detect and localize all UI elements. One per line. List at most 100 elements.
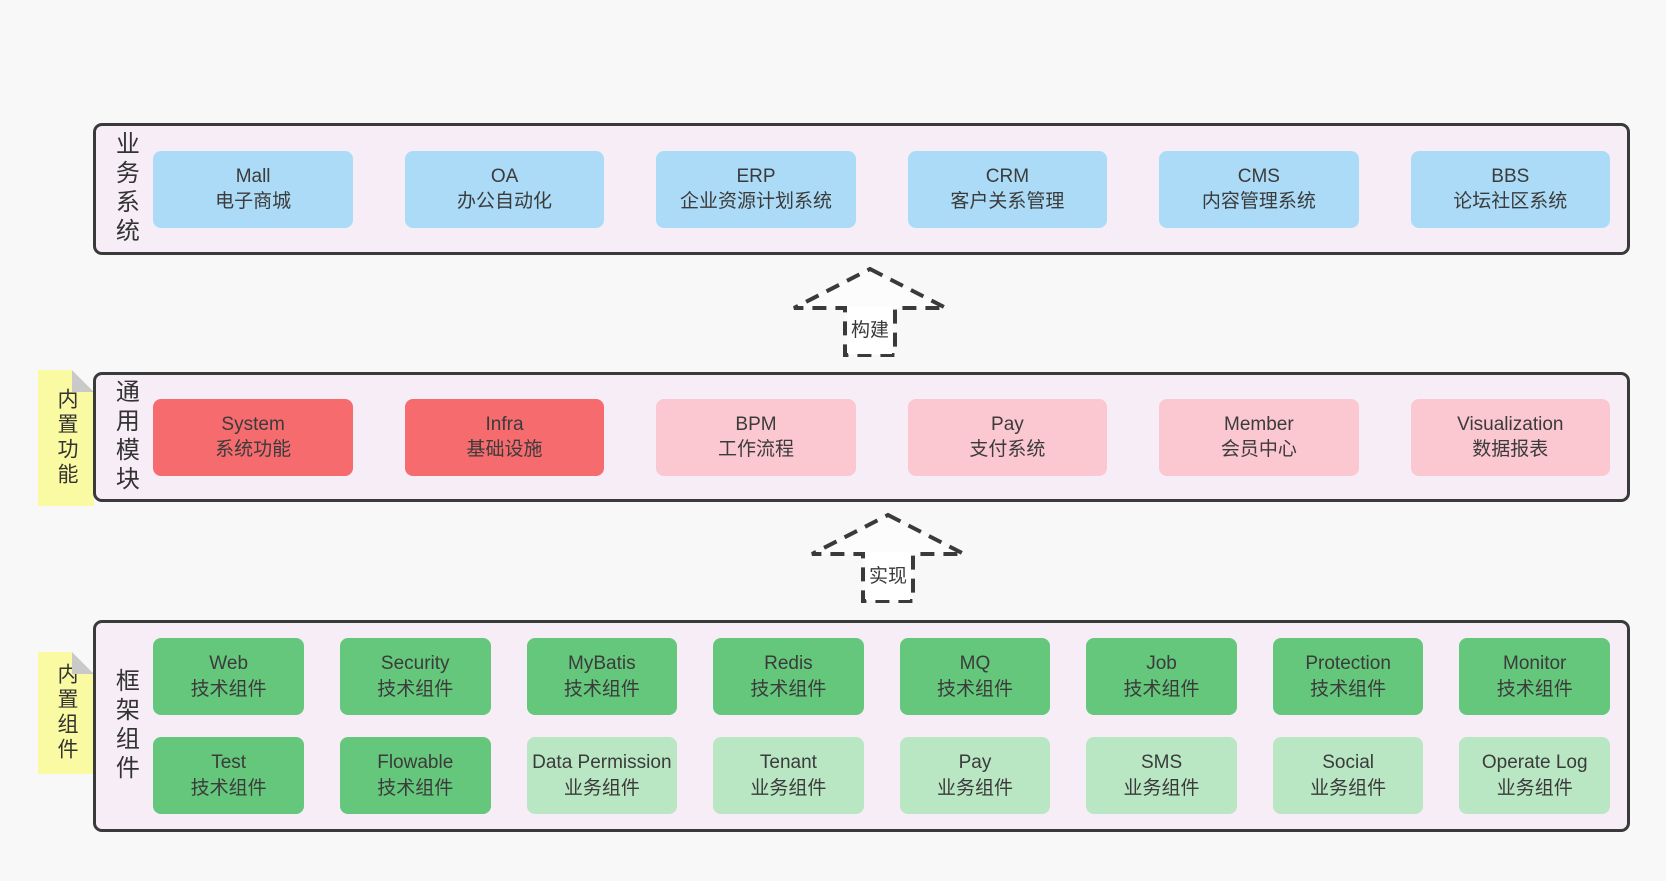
layer-business-systems: 业务系统 Mall 电子商城 OA 办公自动化 ERP 企业资源计划系统 CRM 客户关系管理… <box>93 123 1630 255</box>
box-title: BPM <box>735 413 777 435</box>
box-title: Tenant <box>759 752 817 774</box>
box-title: System <box>221 413 285 435</box>
layer-label-business-systems: 业务系统 <box>111 131 139 247</box>
box-subtitle: 技术组件 <box>1123 678 1200 700</box>
box-title: SMS <box>1140 752 1183 774</box>
box-subtitle: 工作流程 <box>717 439 794 460</box>
diagram-box-pay: Pay 支付系统 <box>907 398 1108 476</box>
layer-label-framework-components: 框架组件 <box>111 668 139 784</box>
sticky-note-built-in-components-label: 内置组件 <box>55 663 78 763</box>
box-subtitle: 企业资源计划系统 <box>679 191 832 212</box>
box-subtitle: 技术组件 <box>750 678 827 700</box>
implement-arrow: 实现 <box>809 512 967 604</box>
box-title: CRM <box>985 165 1030 187</box>
box-title: BBS <box>1491 165 1530 187</box>
diagram-box-protection: Protection 技术组件 <box>1272 638 1424 715</box>
sticky-note-built-in-components: 内置组件 <box>38 652 94 774</box>
diagram-box-cms: CMS 内容管理系统 <box>1159 150 1359 228</box>
box-subtitle: 数据报表 <box>1472 439 1549 460</box>
diagram-box-member: Member 会员中心 <box>1159 398 1359 476</box>
diagram-box-mq: MQ 技术组件 <box>899 638 1051 715</box>
box-title: Member <box>1224 413 1294 435</box>
box-title: OA <box>490 165 519 187</box>
diagram-box-operate-log: Operate Log 业务组件 <box>1459 737 1610 814</box>
box-subtitle: 技术组件 <box>936 678 1013 700</box>
box-title: Protection <box>1305 653 1391 675</box>
diagram-box-data-permission: Data Permission 业务组件 <box>526 737 678 814</box>
sticky-note-built-in-features-label: 内置功能 <box>55 388 78 488</box>
box-title: Flowable <box>377 752 454 774</box>
diagram-box-pay: Pay 业务组件 <box>899 737 1051 814</box>
diagram-box-erp: ERP 企业资源计划系统 <box>656 150 856 228</box>
diagram-box-flowable: Flowable 技术组件 <box>339 737 491 814</box>
box-title: ERP <box>736 165 776 187</box>
box-subtitle: 办公自动化 <box>457 191 553 212</box>
diagram-box-tenant: Tenant 业务组件 <box>713 737 864 814</box>
box-title: CMS <box>1237 165 1280 187</box>
box-title: Visualization <box>1457 413 1564 435</box>
diagram-box-sms: SMS 业务组件 <box>1086 737 1237 814</box>
diagram-box-visualization: Visualization 数据报表 <box>1410 398 1611 476</box>
layer-label-common-modules: 通用模块 <box>111 379 139 495</box>
box-title: Data Permission <box>532 752 672 774</box>
box-subtitle: 技术组件 <box>377 777 454 799</box>
build-arrow-label: 构建 <box>847 306 893 354</box>
box-subtitle: 支付系统 <box>969 439 1046 460</box>
diagram-box-social: Social 业务组件 <box>1272 737 1424 814</box>
box-subtitle: 内容管理系统 <box>1201 191 1316 212</box>
box-title: Redis <box>764 653 813 675</box>
box-title: Pay <box>991 413 1024 435</box>
diagram-box-crm: CRM 客户关系管理 <box>907 150 1108 228</box>
box-subtitle: 业务组件 <box>563 777 640 799</box>
box-title: MyBatis <box>568 653 636 675</box>
box-title: Job <box>1146 653 1177 675</box>
box-title: Pay <box>958 752 992 774</box>
business-systems-box-row: Mall 电子商城 OA 办公自动化 ERP 企业资源计划系统 CRM 客户关系管理 CMS 内容… <box>153 150 1611 228</box>
diagram-box-mall: Mall 电子商城 <box>153 150 353 228</box>
box-subtitle: 业务组件 <box>936 777 1013 799</box>
box-subtitle: 业务组件 <box>750 777 827 799</box>
diagram-box-infra: Infra 基础设施 <box>404 398 605 476</box>
box-subtitle: 业务组件 <box>1123 777 1200 799</box>
diagram-box-system: System 系统功能 <box>153 398 353 476</box>
box-title: Social <box>1322 752 1374 774</box>
box-subtitle: 系统功能 <box>215 439 292 460</box>
box-subtitle: 论坛社区系统 <box>1453 191 1568 212</box>
box-subtitle: 技术组件 <box>190 777 267 799</box>
diagram-box-redis: Redis 技术组件 <box>713 638 864 715</box>
box-title: MQ <box>959 653 991 675</box>
box-title: Security <box>380 653 450 675</box>
box-title: Web <box>209 653 249 675</box>
build-arrow: 构建 <box>791 266 949 358</box>
diagram-box-job: Job 技术组件 <box>1086 638 1237 715</box>
box-title: Mall <box>235 165 271 187</box>
box-subtitle: 客户关系管理 <box>950 191 1065 212</box>
diagram-box-bpm: BPM 工作流程 <box>656 398 856 476</box>
common-modules-box-row: System 系统功能 Infra 基础设施 BPM 工作流程 Pay 支付系统 Member 会… <box>153 398 1611 476</box>
box-subtitle: 业务组件 <box>1496 777 1573 799</box>
layer-common-modules: 通用模块 System 系统功能 Infra 基础设施 BPM 工作流程 Pay 支付系统 Me… <box>93 372 1630 502</box>
implement-arrow-label: 实现 <box>865 552 911 600</box>
box-subtitle: 技术组件 <box>563 678 640 700</box>
diagram-box-oa: OA 办公自动化 <box>404 150 605 228</box>
sticky-note-built-in-features: 内置功能 <box>38 370 94 506</box>
diagram-box-web: Web 技术组件 <box>153 638 304 715</box>
box-title: Operate Log <box>1481 752 1588 774</box>
box-subtitle: 技术组件 <box>190 678 267 700</box>
diagram-box-security: Security 技术组件 <box>339 638 491 715</box>
diagram-box-test: Test 技术组件 <box>153 737 304 814</box>
box-subtitle: 技术组件 <box>377 678 454 700</box>
box-title: Test <box>211 752 247 774</box>
box-subtitle: 会员中心 <box>1220 439 1297 460</box>
box-subtitle: 电子商城 <box>215 191 292 212</box>
diagram-box-mybatis: MyBatis 技术组件 <box>526 638 678 715</box>
box-title: Infra <box>485 413 524 435</box>
box-subtitle: 基础设施 <box>466 439 543 460</box>
box-subtitle: 技术组件 <box>1310 678 1387 700</box>
box-subtitle: 技术组件 <box>1496 678 1573 700</box>
box-subtitle: 业务组件 <box>1310 777 1387 799</box>
